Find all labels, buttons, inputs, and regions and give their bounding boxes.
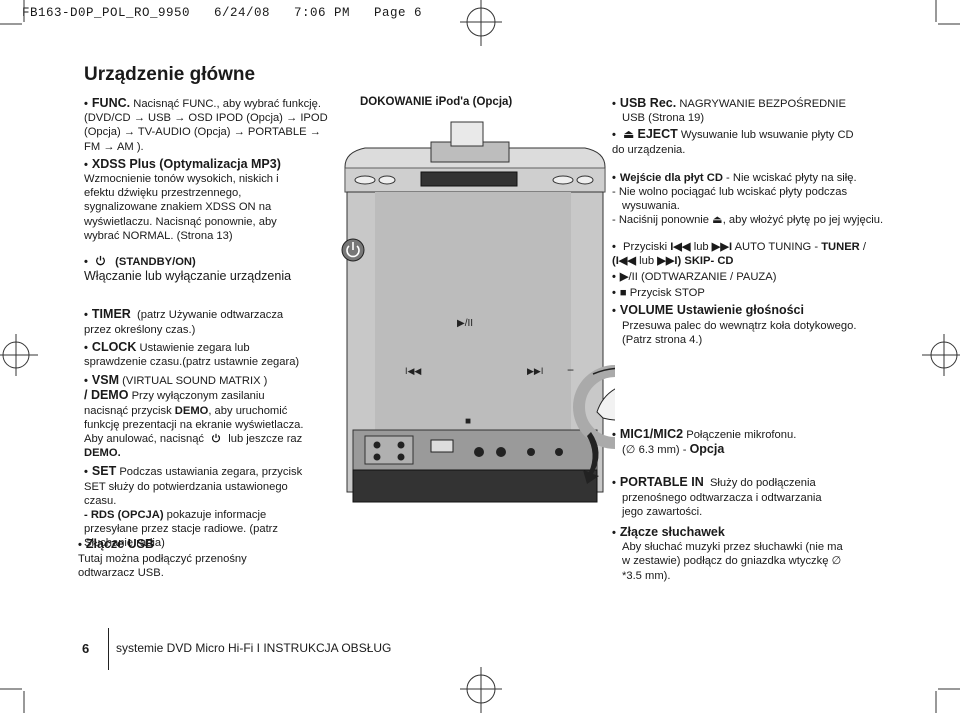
volume-wheel-icon: [573, 365, 615, 449]
device-illustration: ▶/II I◀◀ ▶▶I ■ + −: [341, 121, 615, 503]
diameter-icon: ∅: [625, 444, 636, 457]
standby-item: (STANDBY/ON): [84, 255, 334, 269]
headphone-item: Złącze słuchawek: [612, 525, 912, 540]
portable-in-item: PORTABLE IN Służy do podłączenia: [612, 475, 912, 490]
prev-icon: I◀◀: [615, 254, 637, 267]
crop-mark-tr: [935, 0, 960, 25]
footer-text: systemie DVD Micro Hi-Fi I INSTRUKCJA OB…: [116, 641, 392, 655]
prev-label: I◀◀: [405, 366, 421, 376]
power-icon: [96, 255, 106, 266]
xdss-item: XDSS Plus (Optymalizacja MP3): [84, 157, 334, 172]
next-label: ▶▶I: [527, 366, 543, 376]
print-header: FB163-D0P_POL_RO_9950 6/24/08 7:06 PM Pa…: [22, 6, 423, 20]
demo-item: / DEMO Przy wyłączonym zasilaniu: [84, 388, 265, 403]
arrow-icon: [583, 432, 599, 484]
headphone-jack: [555, 448, 563, 456]
ipod-dock-label: DOKOWANIE iPod'a (Opcja): [360, 96, 513, 108]
crop-mark-tl: [0, 0, 25, 25]
crop-mark-bl: [0, 688, 25, 713]
skip-item: Przyciski I◀◀ lub ▶▶I AUTO TUNING - TUNE…: [612, 240, 912, 254]
prev-icon: I◀◀: [670, 240, 691, 253]
mic1-jack: [474, 447, 484, 457]
play-pause-label: ▶/II: [457, 318, 473, 329]
usb-port: [430, 439, 454, 453]
usb-rec-item: USB Rec. NAGRYWANIE BEZPOŚREDNIE: [612, 96, 912, 111]
func-item: FUNC. Nacisnąć FUNC., aby wybrać funkcję…: [84, 96, 334, 111]
eject-icon: ⏏: [623, 127, 635, 142]
next-icon: ▶▶I: [657, 254, 678, 267]
registration-mark-left: [0, 334, 38, 376]
set-item: SET Podczas ustawiania zegara, przycisk: [84, 464, 334, 479]
play-icon: ▶: [619, 271, 629, 284]
crop-mark-br: [935, 688, 960, 713]
cd-slot-item: Wejście dla płyt CD - Nie wciskać płyty …: [612, 171, 912, 185]
top-left-button: [354, 175, 376, 185]
vsm-item: VSM (VIRTUAL SOUND MATRIX ): [84, 373, 334, 388]
registration-mark-right: [922, 334, 960, 376]
registration-mark-bottom: [460, 667, 502, 713]
clock-item: CLOCK Ustawienie zegara lub: [84, 340, 334, 355]
eject-icon: ⏏: [712, 214, 723, 227]
portable-in-jack: [527, 448, 535, 456]
power-icon: [212, 433, 221, 443]
footer-divider: [108, 628, 109, 670]
registration-mark-top: [460, 0, 502, 46]
stop-label: ■: [465, 416, 471, 427]
eject-item: ⏏ EJECT Wysuwanie lub wsuwanie płyty CD: [612, 127, 912, 142]
diameter-icon: ∅: [831, 555, 842, 568]
mic2-jack: [496, 447, 506, 457]
disc-slot: [420, 171, 518, 187]
stop-item: ■ Przycisk STOP: [612, 286, 912, 300]
usb-item: Złącze USB: [78, 537, 328, 552]
page-number: 6: [82, 641, 90, 656]
next-icon: ▶▶I: [711, 240, 733, 253]
mic-item: MIC1/MIC2 Połączenie mikrofonu.: [612, 427, 912, 442]
top-right-button: [552, 175, 574, 185]
volume-minus-label: −: [567, 363, 574, 377]
play-pause-item: ▶/II (ODTWARZANIE / PAUZA): [612, 270, 912, 284]
timer-item: TIMER (patrz Używanie odtwarzacza: [84, 307, 334, 322]
usb-block: Złącze USB Tutaj można podłączyć przenoś…: [78, 537, 328, 581]
right-column: USB Rec. NAGRYWANIE BEZPOŚREDNIE USB (St…: [612, 96, 912, 583]
rds-item: - RDS (OPCJA) pokazuje informacje: [84, 509, 267, 522]
stop-icon: ■: [619, 287, 627, 300]
volume-item: VOLUME Ustawienie głośności: [612, 303, 912, 318]
page-title: Urządzenie główne: [84, 64, 256, 85]
left-column: FUNC. Nacisnąć FUNC., aby wybrać funkcję…: [84, 96, 334, 551]
